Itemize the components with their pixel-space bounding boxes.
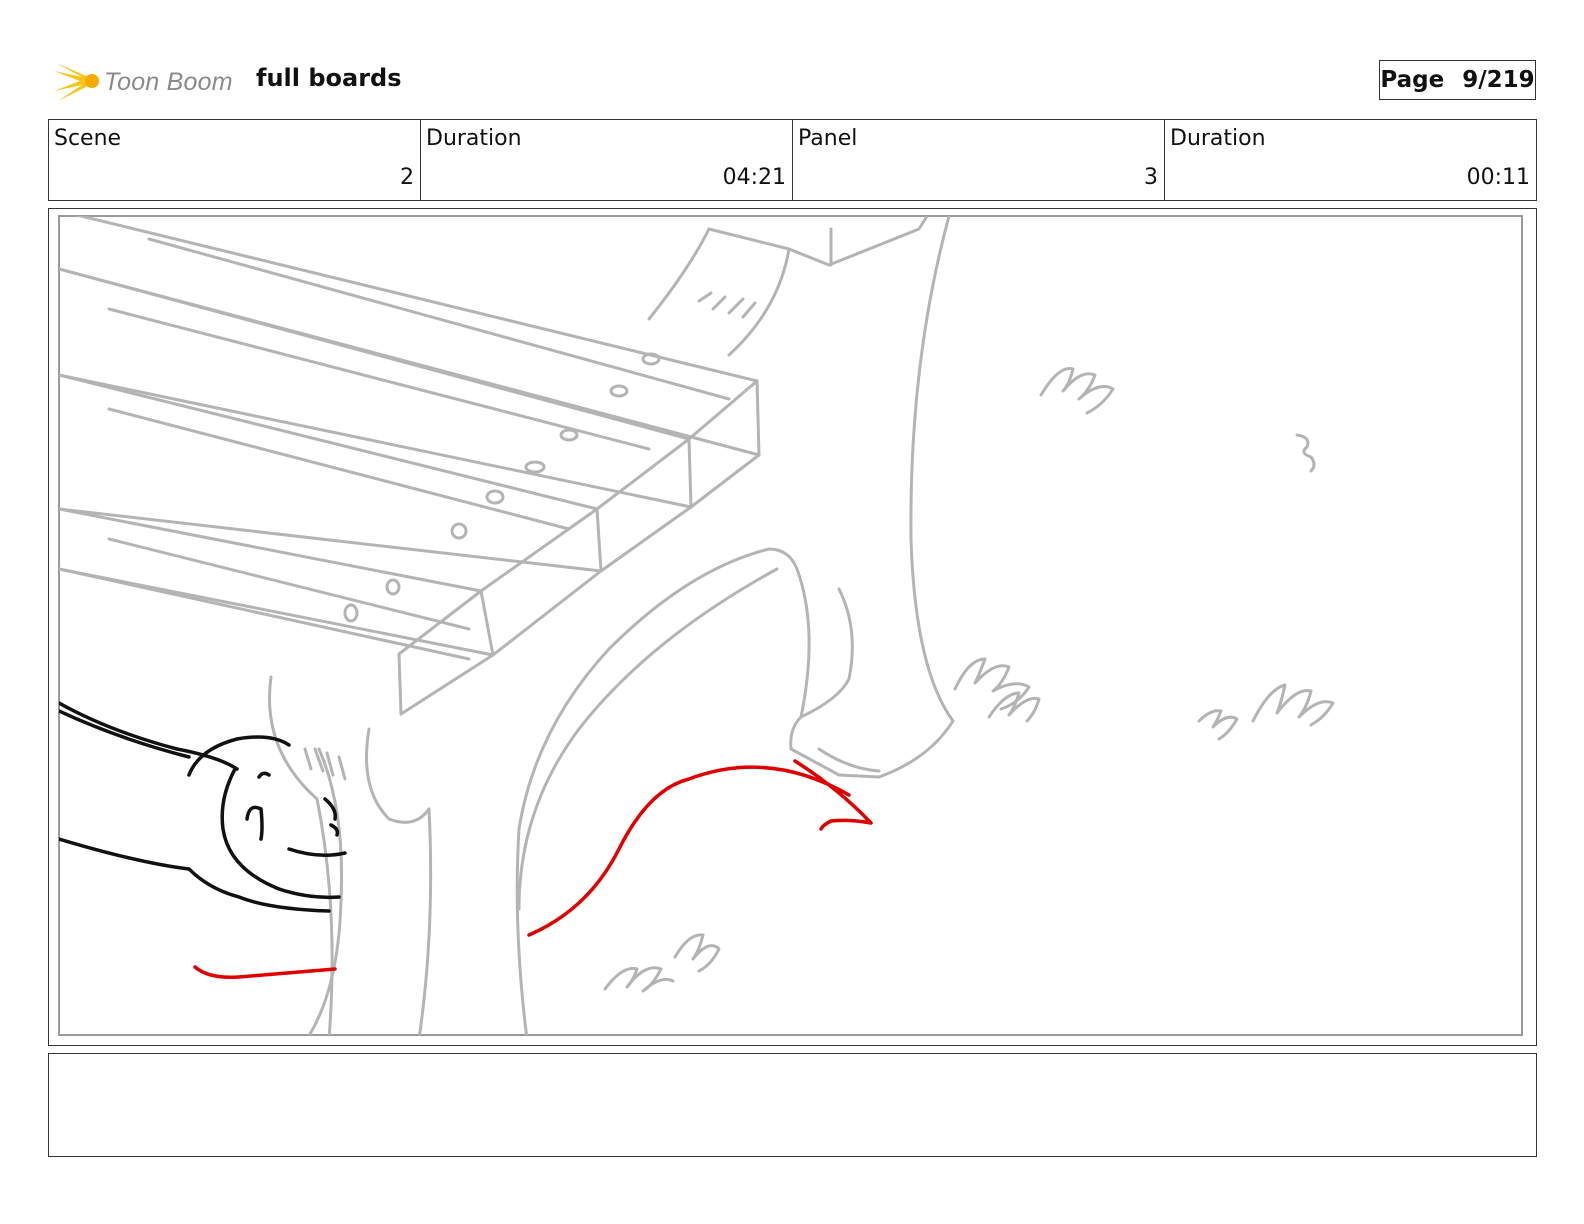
- panel-info-row: Scene 2 Duration 04:21 Panel 3 Duration …: [48, 119, 1537, 201]
- panel-sketch: [58, 215, 1523, 1036]
- notes-box: [48, 1053, 1537, 1157]
- scene-duration-label: Duration: [426, 126, 522, 151]
- document-title: full boards: [256, 64, 402, 92]
- scene-duration-cell: Duration 04:21: [421, 120, 793, 200]
- scene-label: Scene: [54, 126, 122, 151]
- scene-duration-value: 04:21: [722, 165, 786, 190]
- panel-duration-value: 00:11: [1466, 165, 1530, 190]
- character-sketch: [59, 701, 347, 913]
- motion-arrows: [193, 759, 873, 980]
- bench-seat: [59, 216, 761, 716]
- logo-text: Toon Boom: [104, 67, 233, 96]
- safe-area-frame: [58, 215, 1523, 1036]
- panel-duration-label: Duration: [1170, 126, 1266, 151]
- grass-tufts: [603, 367, 1335, 993]
- page-indicator: Page 9/219: [1379, 60, 1536, 100]
- panel-value: 3: [1144, 165, 1158, 190]
- motion-line-left: [193, 965, 337, 980]
- storyboard-panel: [48, 208, 1537, 1046]
- motion-arrow-main: [527, 765, 851, 937]
- bench-leg: [268, 216, 955, 1035]
- panel-duration-cell: Duration 00:11: [1165, 120, 1536, 200]
- starburst-icon: [54, 63, 99, 101]
- scene-value: 2: [400, 165, 414, 190]
- scene-cell: Scene 2: [49, 120, 421, 200]
- panel-label: Panel: [798, 126, 858, 151]
- motion-arrow-head: [793, 759, 873, 831]
- panel-cell: Panel 3: [793, 120, 1165, 200]
- page-number: 9/219: [1462, 67, 1535, 93]
- page-label: Page: [1380, 67, 1445, 93]
- bench-backrest-support: [647, 216, 929, 357]
- toon-boom-logo: Toon Boom: [52, 56, 233, 108]
